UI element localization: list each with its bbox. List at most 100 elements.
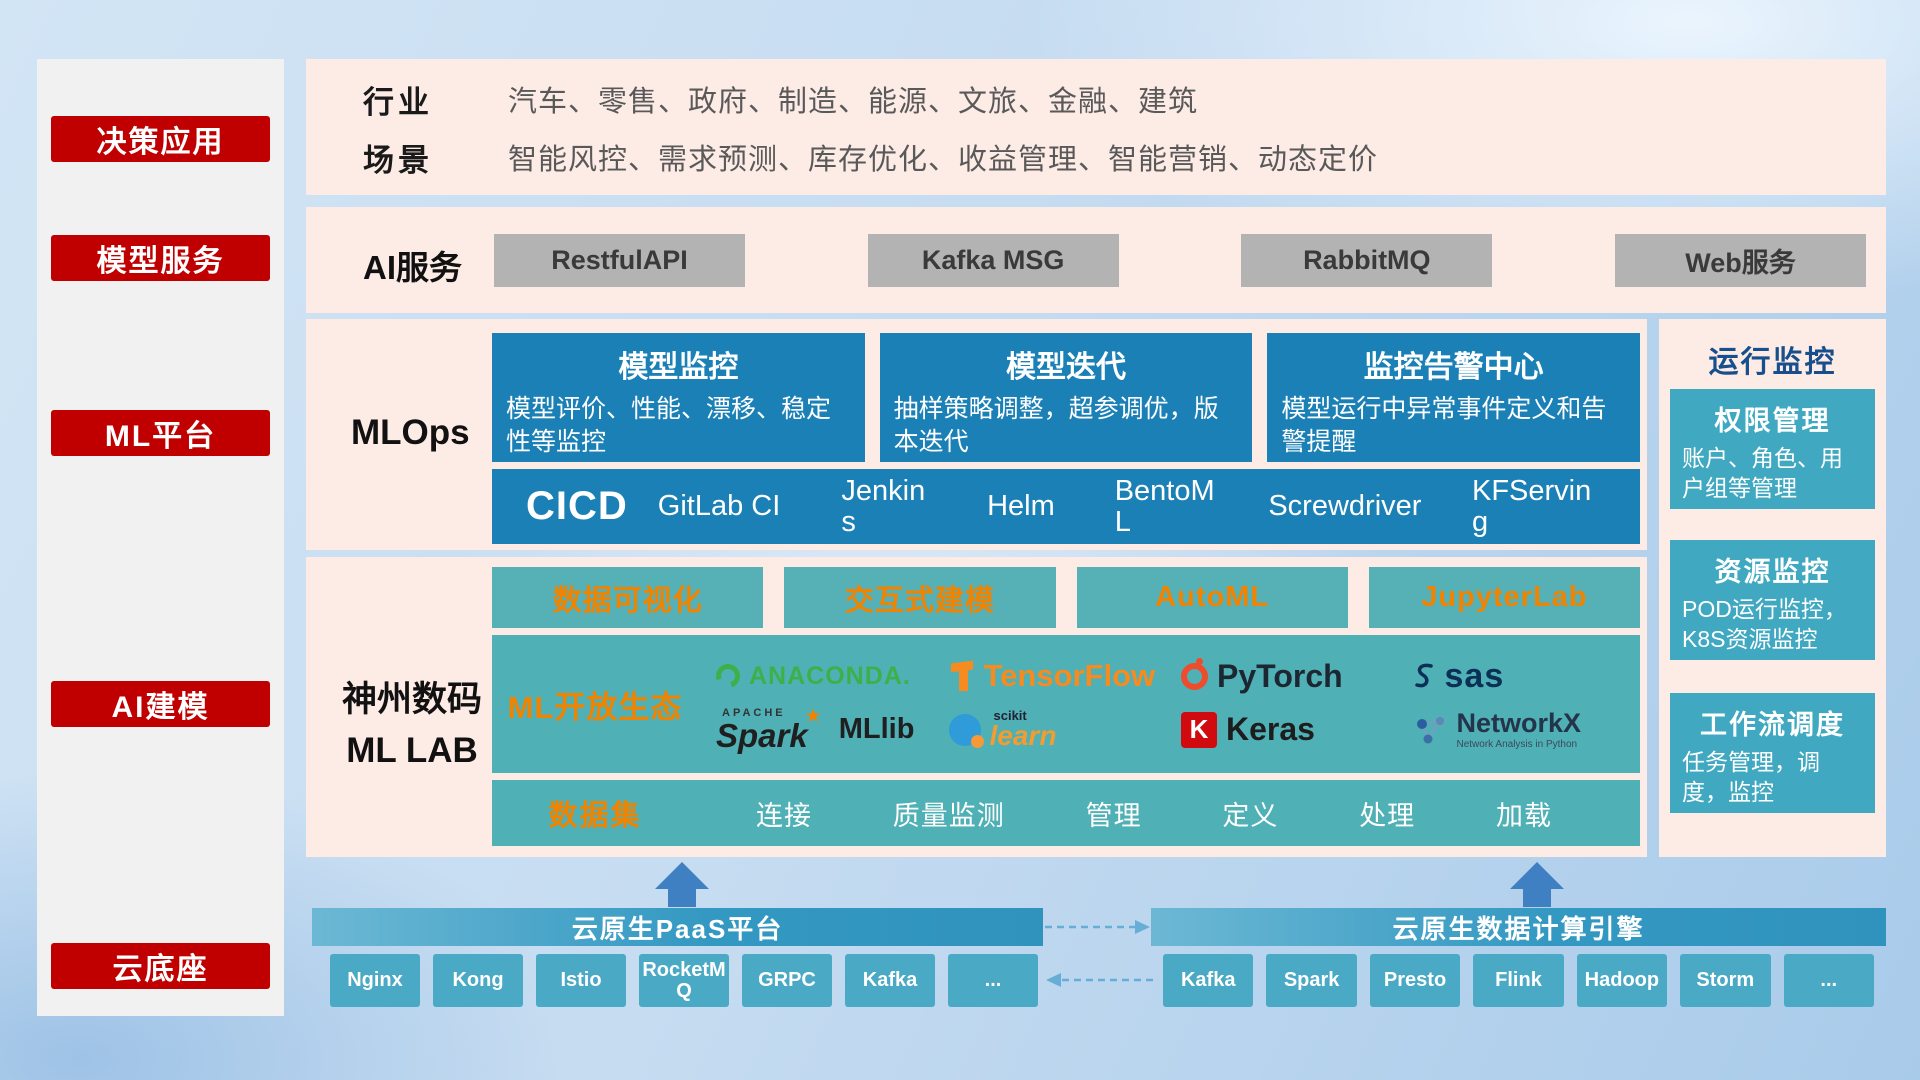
- dataset-item-quality: 质量监测: [892, 800, 1005, 831]
- keras-k-icon: K: [1181, 711, 1217, 748]
- card-desc: 模型评价、性能、漂移、稳定性等监控: [506, 395, 832, 456]
- logo-keras: K Keras: [1163, 711, 1396, 748]
- scikit-label: scikit: [993, 708, 1027, 723]
- cicd-items: GitLab CI Jenkins Helm BentoML Screwdriv…: [658, 476, 1640, 537]
- dataset-items: 连接 质量监测 管理 定义 处理 加载: [698, 794, 1640, 833]
- spark-wordmark: APACHE Spark ★: [716, 705, 822, 754]
- pytorch-wordmark: PyTorch: [1217, 657, 1343, 694]
- card-title: 监控告警中心: [1363, 351, 1544, 384]
- ai-service-panel: AI服务 RestfulAPI Kafka MSG RabbitMQ Web服务: [306, 207, 1886, 313]
- pytorch-flame-icon: [1181, 657, 1208, 690]
- engine-chip-kafka: Kafka: [1163, 954, 1254, 1007]
- card-title: 模型迭代: [1006, 351, 1126, 384]
- logo-anaconda: ANACONDA.: [698, 660, 931, 692]
- networkx-subtitle: Network Analysis in Python: [1456, 738, 1578, 750]
- networkx-graph-icon: [1416, 716, 1444, 743]
- anaconda-ring-icon: [712, 660, 744, 692]
- scenario-label: 场景: [363, 142, 433, 178]
- scenario-row: 场景 智能风控、需求预测、库存优化、收益管理、智能营销、动态定价: [363, 133, 1378, 181]
- ml-lab-panel: 神州数码 ML LAB 数据可视化 交互式建模 AutoML JupyterLa…: [306, 557, 1647, 857]
- ml-lab-tools: 数据可视化 交互式建模 AutoML JupyterLab: [492, 567, 1640, 628]
- engine-chip-storm: Storm: [1680, 954, 1771, 1007]
- engine-chip-spark: Spark: [1266, 954, 1357, 1007]
- logo-tensorflow: TensorFlow: [931, 658, 1164, 694]
- dataset-item-manage: 管理: [1085, 800, 1142, 831]
- anaconda-wordmark: ANACONDA.: [749, 661, 911, 690]
- paas-chip-more: ...: [948, 954, 1038, 1007]
- card-resource-monitoring: 资源监控 POD运行监控，K8S资源监控: [1670, 540, 1875, 660]
- learn-label: learn: [989, 720, 1057, 751]
- card-permission-management: 权限管理 账户、角色、用户组等管理: [1670, 389, 1875, 509]
- cicd-item-helm: Helm: [987, 490, 1055, 523]
- arrow-right-icon: [1135, 920, 1150, 934]
- industry-row: 行业 汽车、零售、政府、制造、能源、文旅、金融、建筑: [363, 75, 1198, 123]
- cicd-item-kfserving: KFServing: [1471, 475, 1592, 538]
- card-workflow-scheduling: 工作流调度 任务管理，调度，监控: [1670, 693, 1875, 813]
- ml-open-ecosystem-label: ML开放生态: [507, 689, 683, 725]
- layer-badge-decision-apps: 决策应用: [51, 116, 270, 162]
- dataset-bar: 数据集 连接 质量监测 管理 定义 处理 加载: [492, 780, 1640, 846]
- ecosystem-logos: ANACONDA. TensorFlow PyTorch sas: [698, 649, 1640, 760]
- card-title: 资源监控: [1714, 557, 1831, 587]
- logo-scikit-learn: scikit learn: [931, 709, 1164, 750]
- ml-lab-label-line2: ML LAB: [346, 730, 478, 770]
- ml-lab-label: 神州数码 ML LAB: [326, 675, 498, 777]
- cicd-item-screwdriver: Screwdriver: [1268, 490, 1422, 523]
- networkx-name: NetworkX: [1456, 708, 1582, 739]
- mlops-cards: 模型监控 模型评价、性能、漂移、稳定性等监控 模型迭代 抽样策略调整，超参调优，…: [492, 333, 1641, 462]
- dataset-item-load: 加载: [1495, 800, 1552, 831]
- mlops-panel: MLOps 模型监控 模型评价、性能、漂移、稳定性等监控 模型迭代 抽样策略调整…: [306, 319, 1647, 550]
- tool-jupyterlab: JupyterLab: [1368, 567, 1640, 628]
- cicd-title: CICD: [526, 484, 628, 528]
- card-title: 工作流调度: [1700, 710, 1845, 740]
- ml-lab-label-line1: 神州数码: [341, 680, 482, 719]
- industry-label: 行业: [363, 84, 433, 120]
- spark-apache-label: APACHE: [722, 706, 786, 719]
- card-model-monitoring: 模型监控 模型评价、性能、漂移、稳定性等监控: [492, 333, 865, 462]
- engine-chip-presto: Presto: [1369, 954, 1461, 1007]
- service-chip-web: Web服务: [1614, 234, 1866, 287]
- dataset-item-define: 定义: [1222, 800, 1279, 831]
- card-desc: 任务管理，调度，监控: [1682, 749, 1820, 805]
- run-monitoring-panel: 运行监控 权限管理 账户、角色、用户组等管理 资源监控 POD运行监控，K8S资…: [1659, 319, 1886, 857]
- paas-components: Nginx Kong Istio RocketMQ GRPC Kafka ...: [330, 954, 1038, 1007]
- card-title: 模型监控: [618, 351, 739, 384]
- up-arrow-engine-stem: [1523, 888, 1551, 907]
- data-engine-header: 云原生数据计算引擎: [1151, 908, 1886, 946]
- card-alert-center: 监控告警中心 模型运行中异常事件定义和告警提醒: [1267, 333, 1641, 462]
- sas-wordmark: sas: [1444, 656, 1505, 695]
- industry-scenario-panel: 行业 汽车、零售、政府、制造、能源、文旅、金融、建筑 场景 智能风控、需求预测、…: [306, 59, 1886, 195]
- spark-star-icon: ★: [804, 705, 822, 727]
- mlops-label: MLOps: [351, 413, 470, 452]
- tool-data-visualization: 数据可视化: [492, 567, 764, 628]
- run-monitoring-title: 运行监控: [1708, 346, 1837, 379]
- card-desc: 账户、角色、用户组等管理: [1682, 445, 1843, 501]
- tool-automl: AutoML: [1076, 567, 1348, 628]
- paas-chip-nginx: Nginx: [330, 954, 420, 1007]
- ml-open-ecosystem-box: ML开放生态 ANACONDA. TensorFlow PyTorch: [492, 635, 1640, 773]
- up-arrow-paas-stem: [668, 888, 696, 907]
- logo-networkx: NetworkX Network Analysis in Python: [1396, 708, 1629, 750]
- service-chip-kafka-msg: Kafka MSG: [867, 234, 1119, 287]
- paas-chip-kong: Kong: [433, 954, 523, 1007]
- cicd-item-bentoml: BentoML: [1114, 475, 1215, 538]
- layer-badge-ai-modeling: AI建模: [51, 681, 270, 727]
- dataset-item-connect: 连接: [756, 800, 812, 831]
- tensorflow-wordmark: TensorFlow: [983, 658, 1156, 693]
- logo-spark-mllib: APACHE Spark ★ MLlib: [698, 705, 931, 754]
- logo-sas: sas: [1396, 657, 1629, 696]
- paas-chip-grpc: GRPC: [742, 954, 832, 1007]
- dataset-item-process: 处理: [1359, 800, 1416, 831]
- spark-name: Spark ★: [716, 705, 822, 754]
- cicd-bar: CICD GitLab CI Jenkins Helm BentoML Scre…: [492, 469, 1640, 544]
- card-desc: 模型运行中异常事件定义和告警提醒: [1281, 395, 1607, 456]
- paas-platform-header: 云原生PaaS平台: [312, 908, 1043, 946]
- engine-chip-more: ...: [1783, 954, 1874, 1007]
- data-exchange-arrows: [1045, 920, 1153, 987]
- keras-wordmark: Keras: [1226, 711, 1315, 747]
- tensorflow-tf-icon: [949, 661, 975, 691]
- cicd-item-jenkins: Jenkins: [841, 475, 926, 538]
- layer-badge-ml-platform: ML平台: [51, 410, 270, 456]
- scikit-learn-wordmark: scikit learn: [990, 709, 1057, 750]
- layer-badge-model-services: 模型服务: [51, 235, 270, 281]
